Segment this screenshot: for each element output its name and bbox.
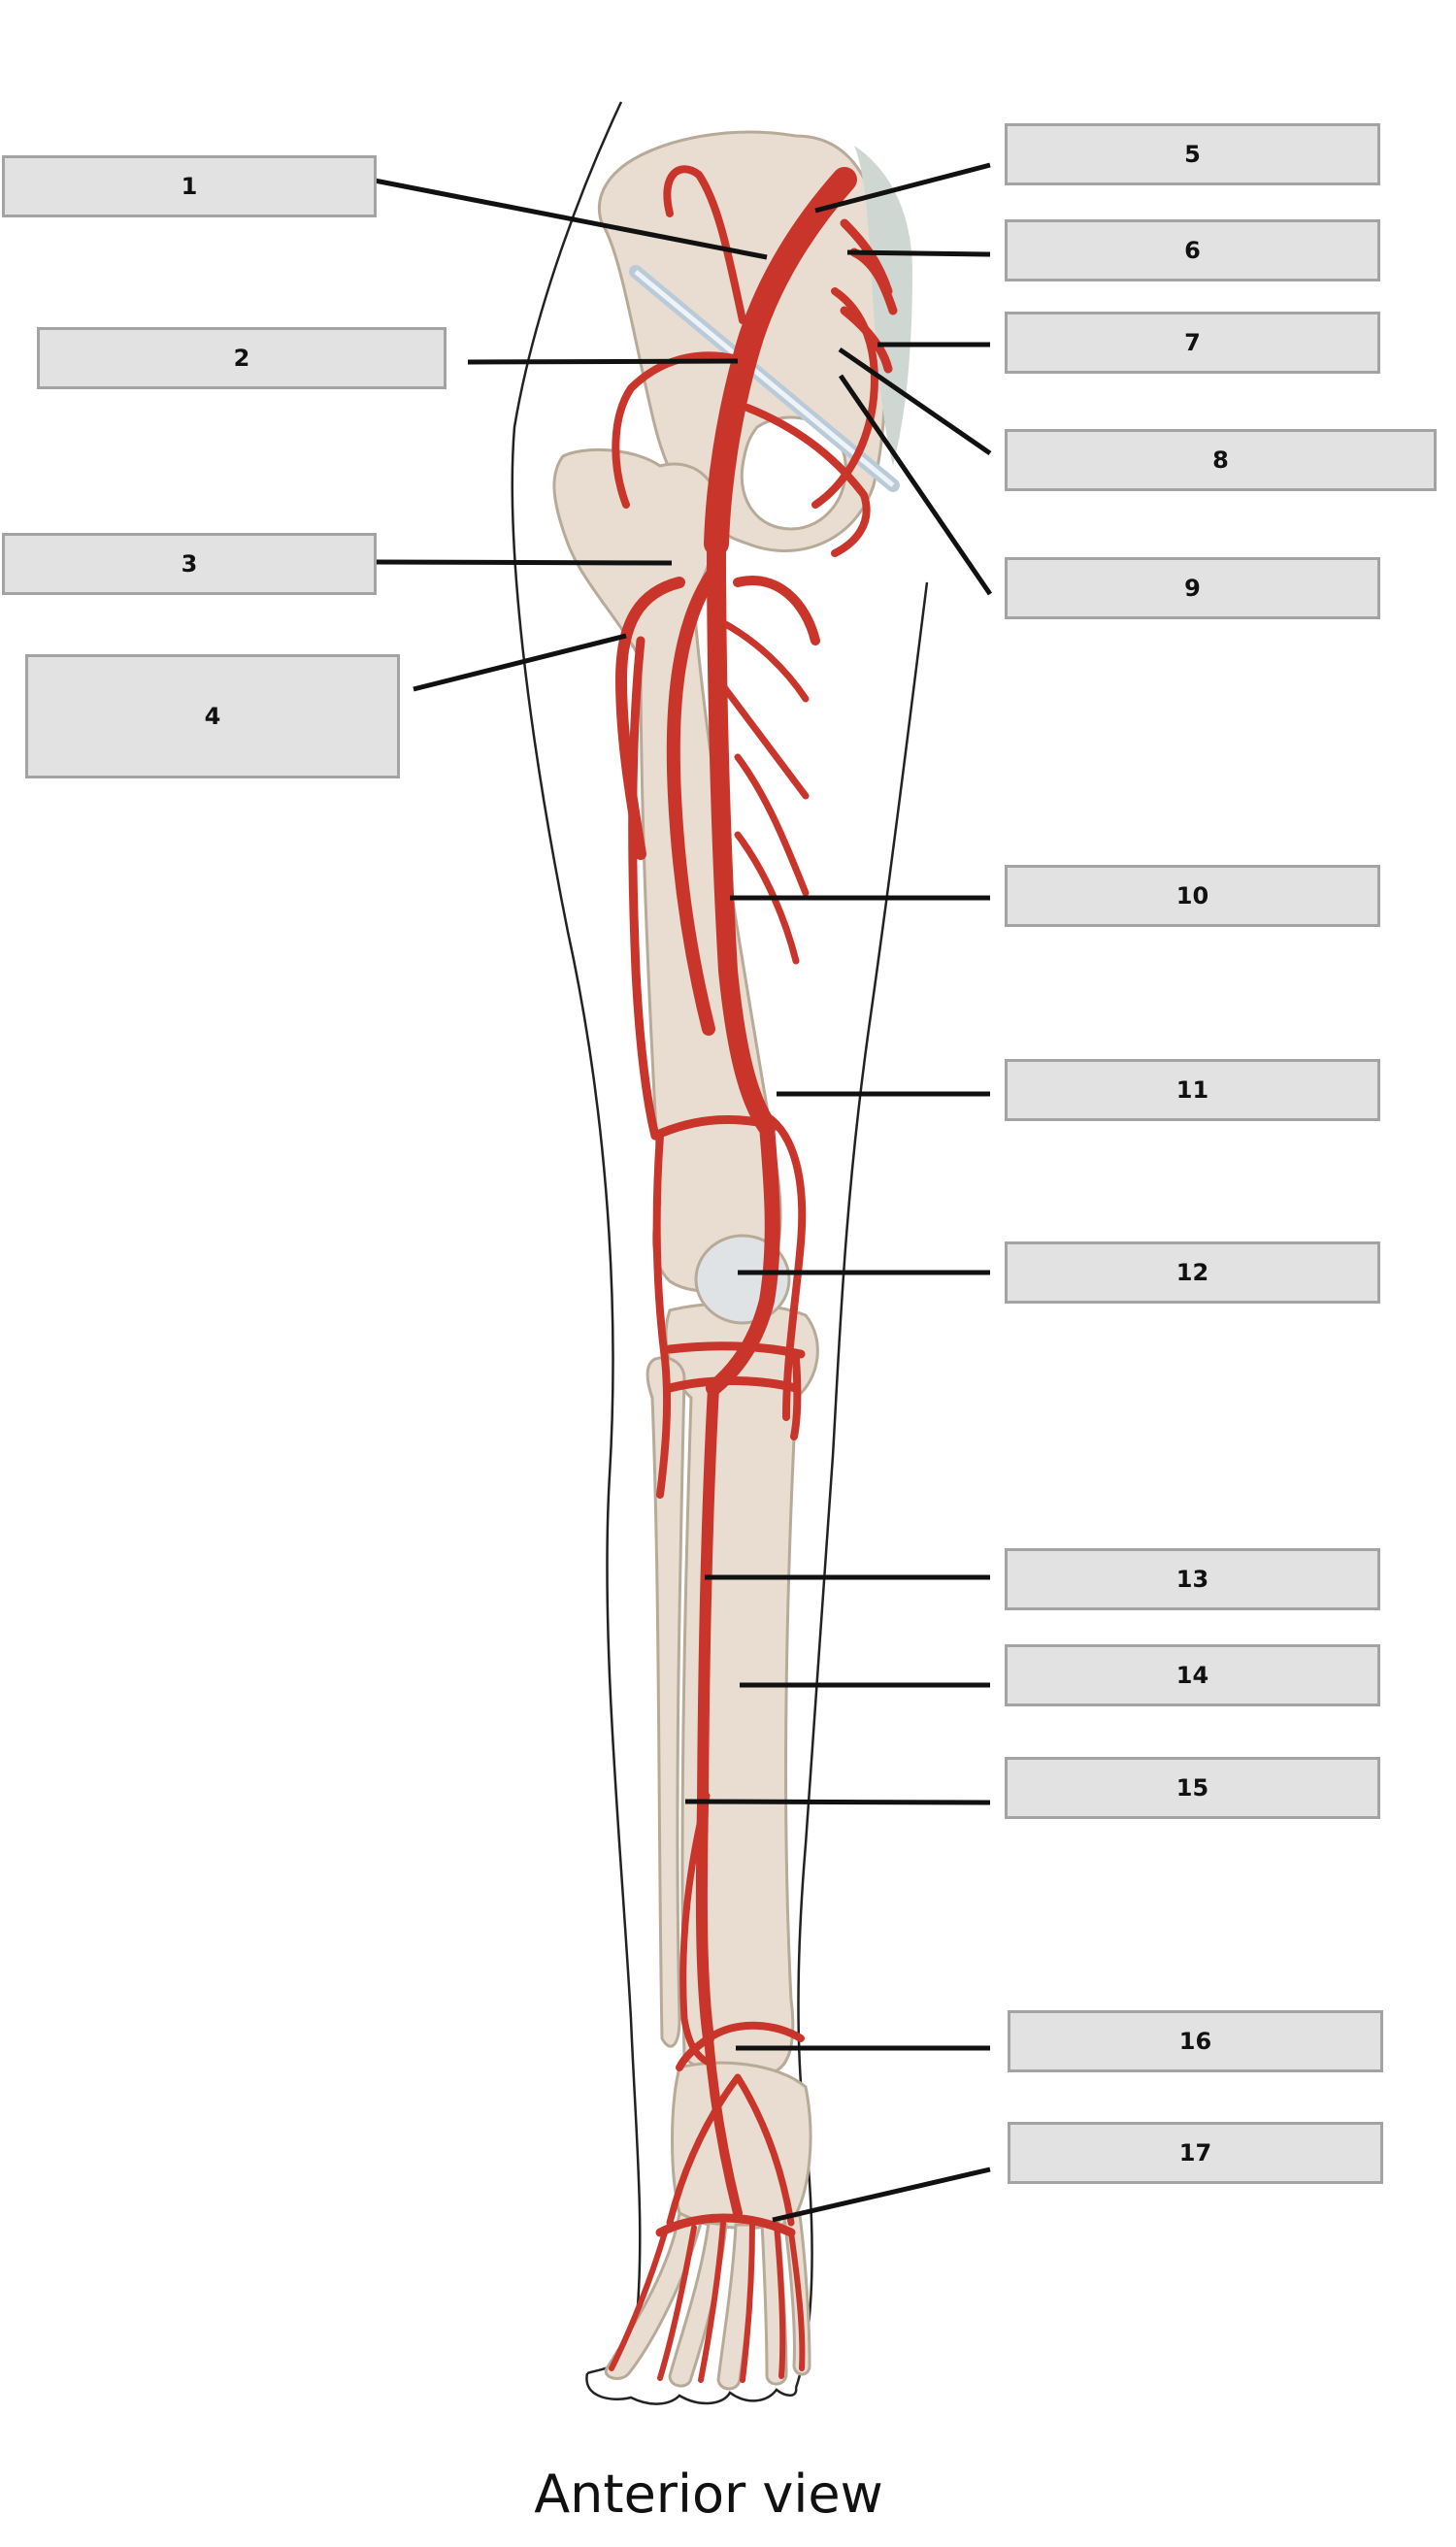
external-iliac-artery	[704, 167, 857, 556]
label-box-13[interactable]: 13	[1005, 1548, 1380, 1610]
leader-lines	[374, 162, 993, 2223]
label-box-4[interactable]: 4	[25, 654, 400, 778]
label-box-6[interactable]: 6	[1005, 219, 1380, 281]
label-box-1[interactable]: 1	[2, 155, 377, 217]
label-box-14[interactable]: 14	[1005, 1644, 1380, 1706]
label-box-10[interactable]: 10	[1005, 865, 1380, 927]
label-box-3[interactable]: 3	[2, 533, 377, 595]
femoral-artery	[707, 534, 777, 1136]
leader-5	[814, 162, 991, 214]
external-pudendal	[744, 404, 871, 557]
label-box-8[interactable]: 8	[1005, 429, 1437, 491]
leader-6	[846, 249, 991, 257]
descending-branch	[628, 636, 660, 1141]
descending-genicular	[763, 1112, 807, 1421]
label-box-17[interactable]: 17	[1008, 2122, 1383, 2184]
superficial-epigastric	[663, 165, 746, 324]
obturator-artery	[811, 287, 878, 509]
label-box-9[interactable]: 9	[1005, 557, 1380, 619]
leader-1	[374, 178, 768, 260]
leader-8	[838, 347, 992, 456]
muscular-branches	[714, 617, 810, 965]
label-box-11[interactable]: 11	[1005, 1059, 1380, 1121]
arterial-network	[609, 165, 898, 2383]
leader-4	[413, 633, 627, 692]
fibula	[645, 1356, 686, 2048]
leader-17	[772, 2167, 991, 2223]
superficial-circumflex-iliac	[612, 351, 742, 509]
malleolar-arch	[676, 2021, 805, 2071]
tarsal-arteries	[666, 2073, 795, 2227]
genicular-ring-lower	[665, 1341, 806, 1393]
anterior-tibial-artery	[695, 1382, 719, 2044]
dorsalis-pedis-artery	[704, 2034, 743, 2218]
label-box-7[interactable]: 7	[1005, 312, 1380, 374]
label-box-15[interactable]: 15	[1005, 1757, 1380, 1819]
leader-2	[467, 358, 739, 365]
label-box-12[interactable]: 12	[1005, 1241, 1380, 1304]
deep-femoral-artery	[666, 566, 720, 1036]
genicular-ring-upper	[650, 1114, 781, 1141]
leader-3	[374, 559, 673, 566]
leader-15	[684, 1799, 991, 1805]
medial-genicular	[790, 1355, 802, 1440]
digital-arteries	[609, 2220, 806, 2383]
sacrum-shade	[854, 146, 912, 466]
leader-9	[838, 374, 993, 596]
label-box-16[interactable]: 16	[1008, 2010, 1383, 2072]
label-box-5[interactable]: 5	[1005, 123, 1380, 185]
label-box-2[interactable]: 2	[37, 327, 447, 389]
lateral-genicular	[652, 1132, 672, 1499]
circumflex-medial	[733, 576, 820, 645]
caption-anterior-view: Anterior view	[534, 2464, 883, 2525]
popliteal-artery	[706, 1118, 780, 1396]
